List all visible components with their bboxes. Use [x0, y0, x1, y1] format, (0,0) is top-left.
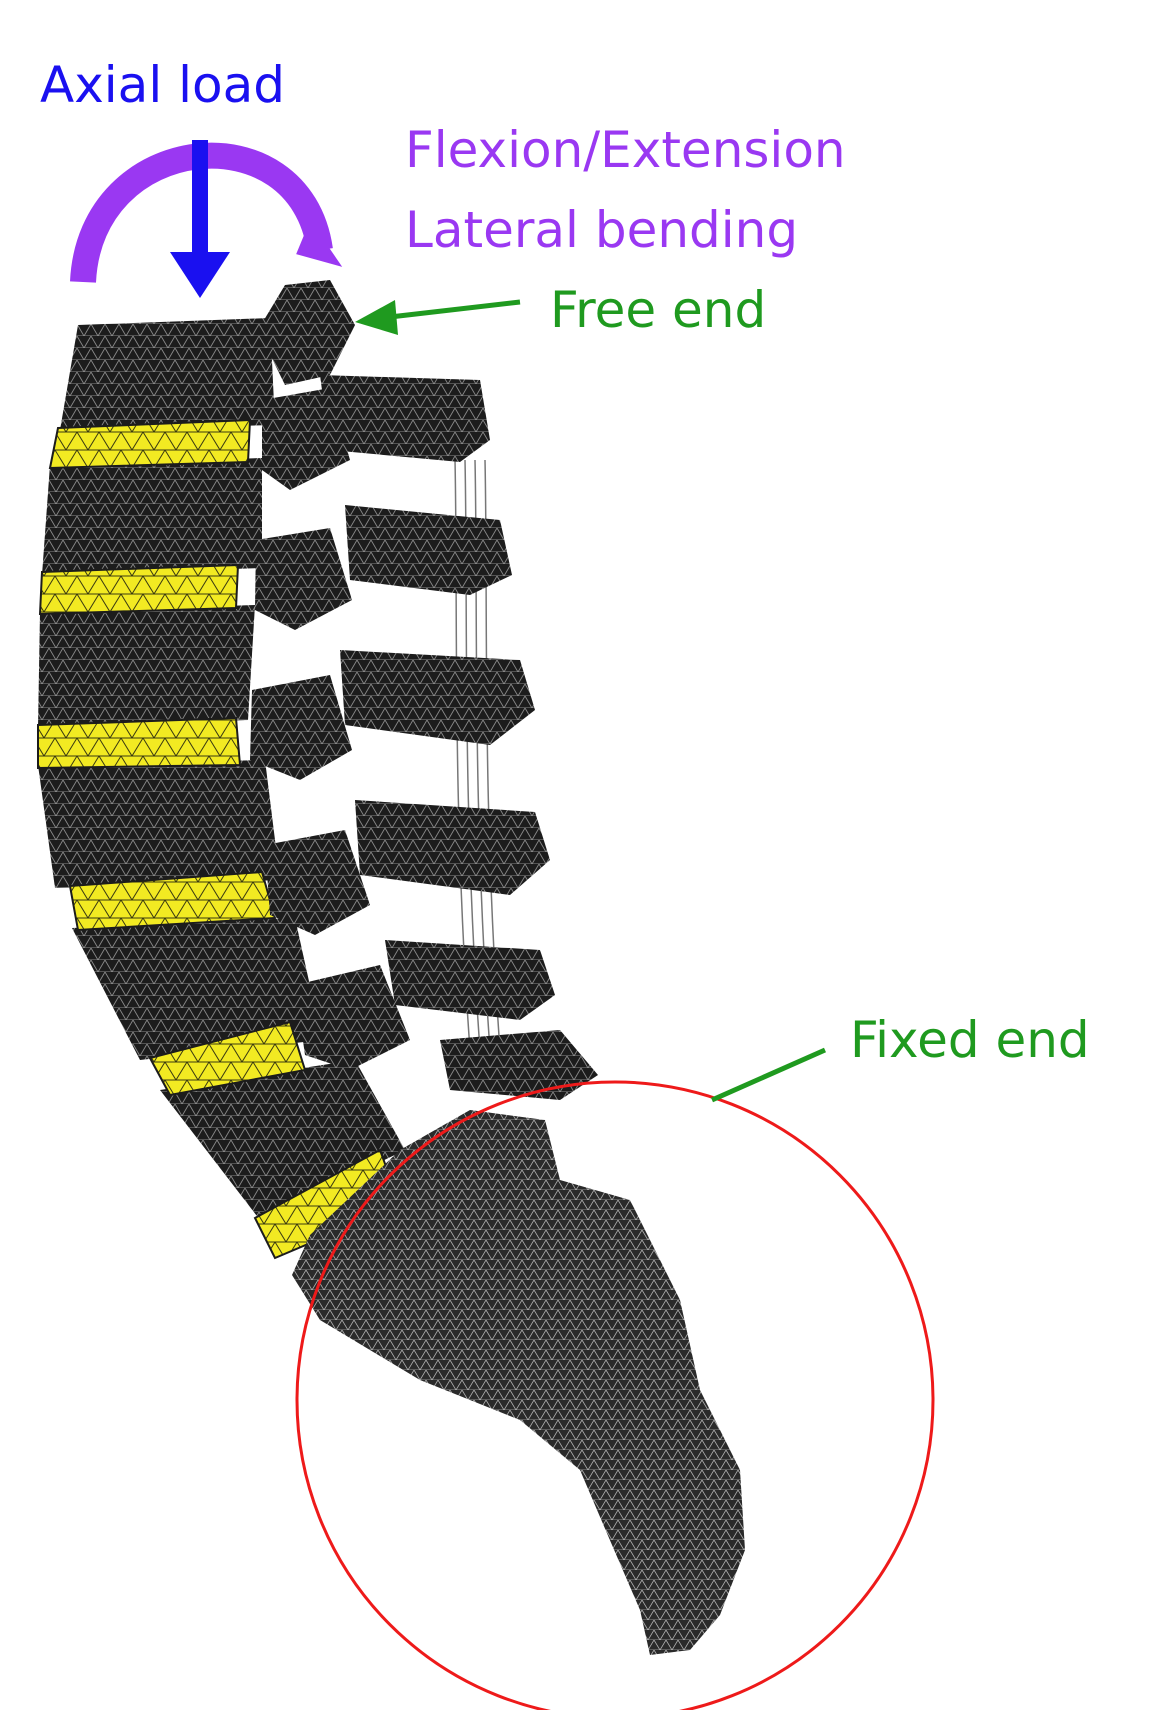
- spinous-process-l4: [355, 800, 550, 895]
- disc-l2-l3: [38, 563, 240, 616]
- sacrum: [292, 1110, 745, 1655]
- sacral-base: [160, 1060, 405, 1220]
- disc-l1-l2: [48, 418, 252, 470]
- spinous-process-l1: [320, 375, 490, 462]
- superior-facet: [258, 280, 355, 385]
- vertebra-l1-body: [60, 318, 275, 430]
- posterior-elements: [250, 280, 598, 1100]
- vertebra-l5-body: [72, 918, 322, 1060]
- disc-l5-s1: [148, 1020, 307, 1097]
- down-arrow-icon: [170, 140, 230, 298]
- pedicle-l1: [262, 388, 350, 490]
- free-end-label: Free end: [550, 281, 767, 339]
- flexion-extension-label: Flexion/Extension: [405, 121, 846, 179]
- s1-facet: [440, 1030, 598, 1100]
- spinous-process-l3: [340, 650, 535, 745]
- vertebra-l4-body: [38, 760, 280, 888]
- fixed-end-circle: [295, 1080, 935, 1715]
- pedicle-l2: [255, 528, 352, 630]
- fixed-end-label: Fixed end: [850, 1011, 1090, 1069]
- spinous-process-l5: [385, 940, 555, 1020]
- vertebral-bodies: [38, 318, 405, 1220]
- axial-load-label: Axial load: [40, 56, 285, 114]
- fixed-end-pointer-line: [710, 1047, 827, 1103]
- pedicle-l4: [265, 830, 370, 935]
- pedicle-l3: [250, 675, 352, 780]
- disc-l4-l5: [68, 870, 277, 932]
- vertebra-l2-body: [42, 458, 262, 575]
- disc-l3-l4: [37, 716, 242, 770]
- pedicle-l5: [295, 965, 410, 1070]
- lateral-bending-label: Lateral bending: [405, 201, 799, 259]
- spinous-process-l2: [345, 505, 512, 595]
- intervertebral-discs: [37, 418, 402, 1260]
- left-arrow-icon: [355, 299, 521, 335]
- vertebra-l3-body: [38, 605, 255, 728]
